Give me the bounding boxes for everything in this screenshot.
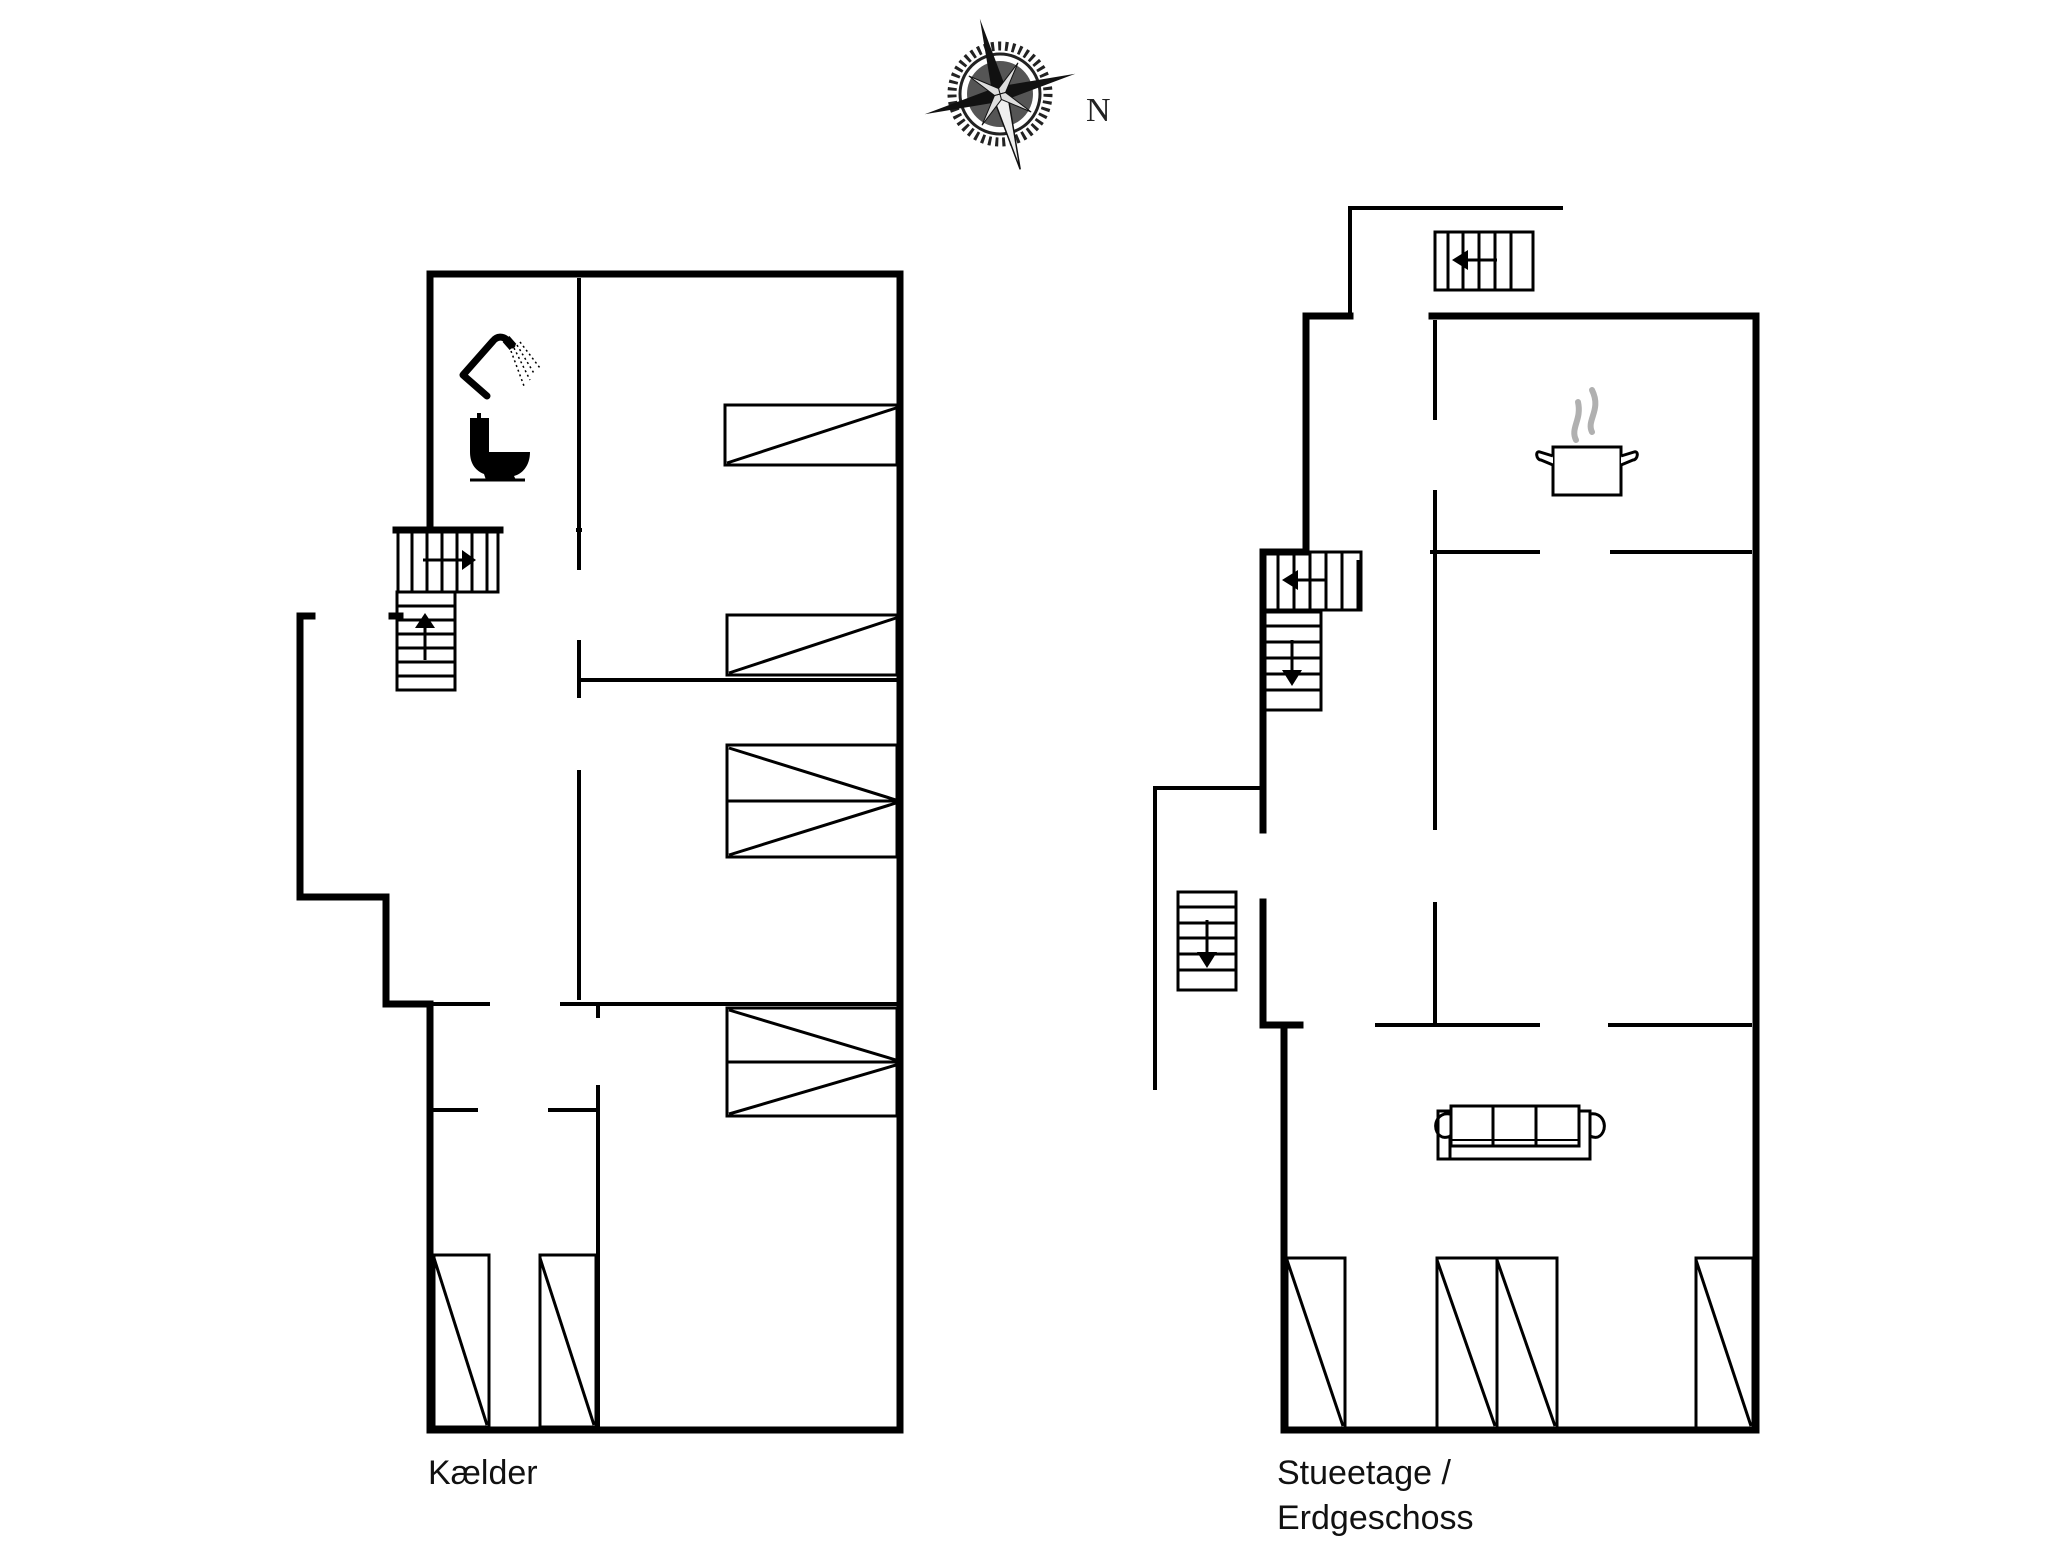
window-icon [1694,1256,1755,1430]
staircase-icon [1261,610,1323,712]
porch-outline [1348,206,1563,314]
floor-label-basement: Kælder [428,1454,538,1492]
window-icon [1435,1256,1499,1430]
window-icon [432,1253,491,1429]
basement-floor-plan [296,270,904,1434]
window-icon [1495,1256,1559,1430]
sofa-icon [1434,1104,1606,1161]
compass-rose-icon [924,18,1076,170]
shower-icon [459,333,541,400]
staircase-icon [392,526,504,594]
basement-outer-wall [296,270,904,1434]
floor-label-ground-line2: Erdgeschoss [1277,1499,1474,1537]
window-icon [723,403,899,467]
cooking-pot-icon [1535,387,1639,497]
window-icon [725,1006,899,1118]
window-icon [725,613,899,677]
ground-outer-wall [1259,312,1354,834]
window-icon [538,1253,598,1429]
toilet-icon [470,413,530,482]
window-icon [1285,1256,1347,1430]
staircase-icon [395,590,457,692]
staircase-icon [1433,230,1535,292]
staircase-icon [1176,890,1238,992]
window-icon [725,743,899,859]
staircase-icon [1261,550,1363,612]
floor-label-ground-line1: Stueetage / [1277,1454,1451,1492]
compass-north-label: N [1086,92,1111,129]
ground-floor-plan [1153,206,1760,1434]
